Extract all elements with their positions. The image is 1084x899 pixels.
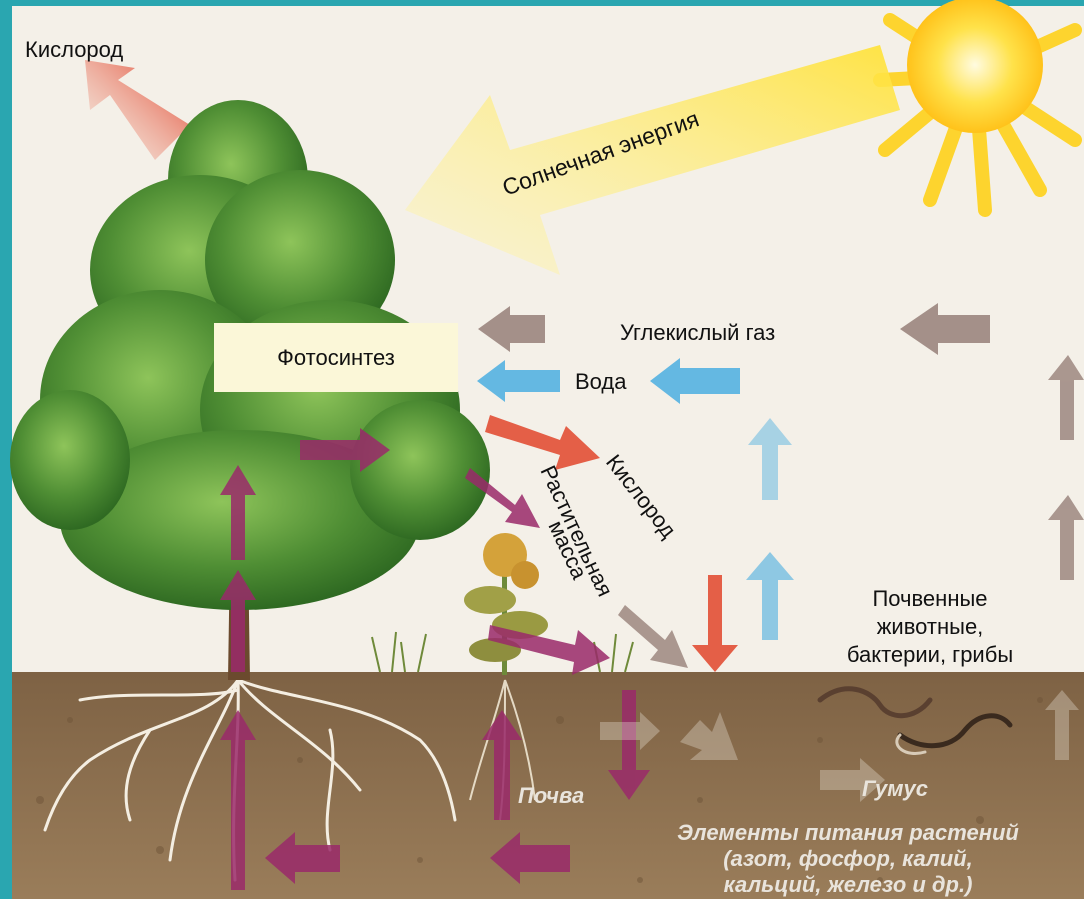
- co2-label: Углекислый газ: [620, 320, 775, 345]
- nutrients-label-line1: Элементы питания растений: [677, 820, 1019, 845]
- nutrients-label-line3: кальций, железо и др.): [724, 872, 973, 897]
- soil-animals-label-line2: животные,: [877, 614, 984, 639]
- soil-animals-label-line3: бактерии, грибы: [847, 642, 1013, 667]
- soil-animals-label-line1: Почвенные: [872, 586, 987, 611]
- photosynthesis-label: Фотосинтез: [277, 345, 395, 370]
- nutrients-label-line2: (азот, фосфор, калий,: [723, 846, 972, 871]
- water-label: Вода: [575, 369, 627, 394]
- humus-label: Гумус: [862, 776, 928, 801]
- oxygen-top-label: Кислород: [25, 37, 123, 62]
- soil-label: Почва: [518, 783, 584, 808]
